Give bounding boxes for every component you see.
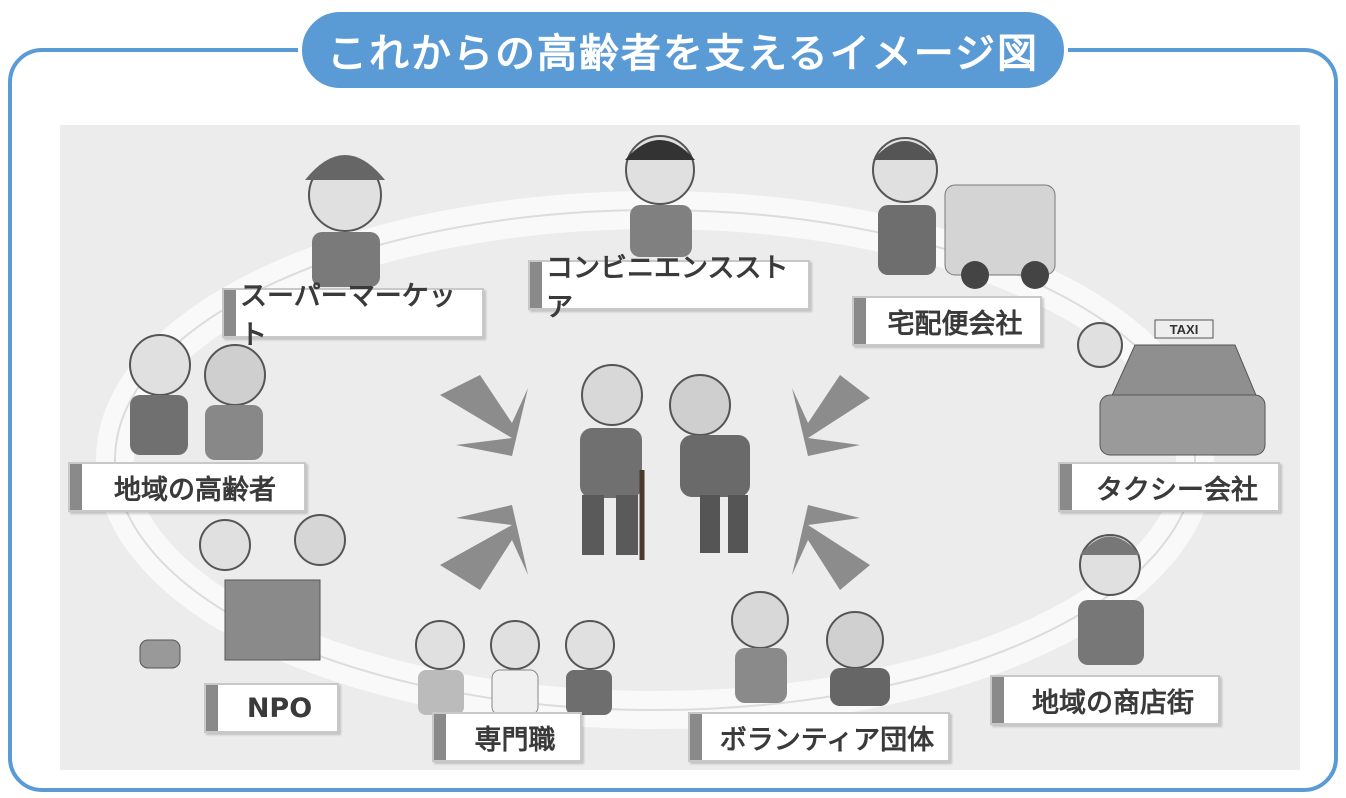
svg-text:TAXI: TAXI	[1170, 322, 1199, 337]
delivery-illustration	[872, 137, 1056, 289]
taxi-illustration: TAXI	[1077, 319, 1266, 456]
npo-illustration	[139, 514, 346, 669]
label-convenience-store: コンビニエンスストア	[528, 253, 810, 323]
label-local-elderly: 地域の高齢者	[68, 462, 306, 512]
label-taxi-company: タクシー会社	[1058, 462, 1280, 512]
professionals-illustration	[415, 620, 615, 716]
arrow-bottom-right	[792, 505, 870, 590]
arrow-top-right	[792, 375, 870, 456]
label-npo: NPO	[204, 683, 339, 733]
arrows	[440, 375, 870, 590]
label-professionals: 専門職	[432, 712, 582, 762]
local-elderly-illustration	[129, 334, 266, 460]
supermarket-worker-illustration	[305, 155, 385, 287]
arrow-bottom-left	[440, 505, 528, 590]
label-supermarket: スーパーマーケット	[222, 281, 484, 351]
label-volunteer-group: ボランティア団体	[688, 712, 950, 762]
elderly-couple-illustration	[580, 364, 750, 560]
label-delivery-company: 宅配便会社	[852, 296, 1042, 346]
label-shopping-street: 地域の商店街	[990, 675, 1220, 725]
convenience-clerk-illustration	[625, 135, 695, 257]
arrow-top-left	[440, 375, 528, 456]
volunteer-illustration	[731, 591, 890, 706]
diagram-title: これからの高齢者を支えるイメージ図	[298, 8, 1068, 92]
shopping-street-illustration	[1078, 534, 1144, 665]
